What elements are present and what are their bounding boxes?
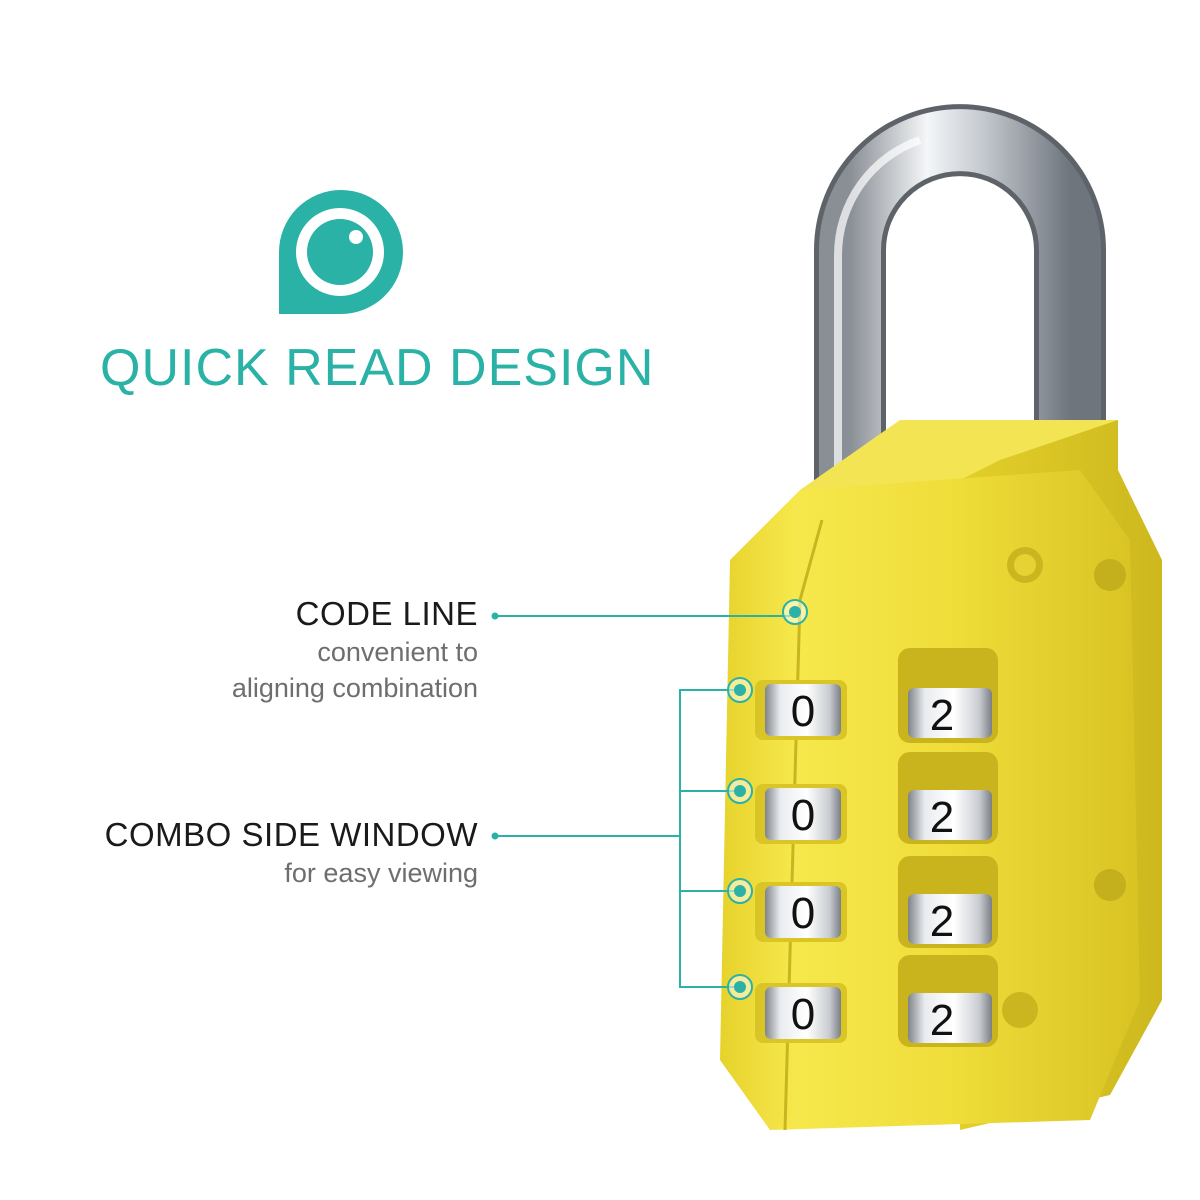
combo-window-description: for easy viewing xyxy=(284,858,478,888)
side-dial-2: 2 xyxy=(898,752,998,844)
dial-marker-1 xyxy=(727,677,753,703)
dial-marker-2 xyxy=(727,778,753,804)
code-line-marker xyxy=(782,599,808,625)
dial-marker-4 xyxy=(727,974,753,1000)
side-dial-1: 2 xyxy=(898,648,998,743)
eye-in-speech-bubble-icon xyxy=(279,190,403,315)
side-dials: 2 2 2 2 xyxy=(898,648,998,1047)
headline: QUICK READ DESIGN xyxy=(100,339,655,397)
code-line-description-2: aligning combination xyxy=(231,673,478,703)
side-dial-4: 2 xyxy=(898,955,998,1047)
front-dial-digit: 0 xyxy=(791,687,815,736)
code-line-title: CODE LINE xyxy=(295,595,478,632)
front-dial-digit: 0 xyxy=(791,791,815,840)
code-line-callout: CODE LINE convenient to aligning combina… xyxy=(232,594,478,706)
front-dial-4: 0 xyxy=(755,983,847,1043)
front-dial-digit: 0 xyxy=(791,990,815,1039)
side-dial-digit: 2 xyxy=(930,996,954,1045)
combo-window-title: COMBO SIDE WINDOW xyxy=(104,816,478,853)
front-dials: 0 0 0 0 xyxy=(755,680,847,1043)
side-dial-digit: 2 xyxy=(930,897,954,946)
front-dial-3: 0 xyxy=(755,882,847,942)
dial-marker-3 xyxy=(727,878,753,904)
front-dial-digit: 0 xyxy=(791,889,815,938)
front-dial-2: 0 xyxy=(755,784,847,844)
code-line-description-1: convenient to xyxy=(317,637,478,667)
shackle xyxy=(814,104,1106,520)
side-dial-digit: 2 xyxy=(930,691,954,740)
callout-dots xyxy=(491,599,808,1000)
front-dial-1: 0 xyxy=(755,680,847,740)
side-dial-digit: 2 xyxy=(930,793,954,842)
combo-window-callout: COMBO SIDE WINDOW for easy viewing xyxy=(105,815,478,891)
side-dial-3: 2 xyxy=(898,856,998,948)
